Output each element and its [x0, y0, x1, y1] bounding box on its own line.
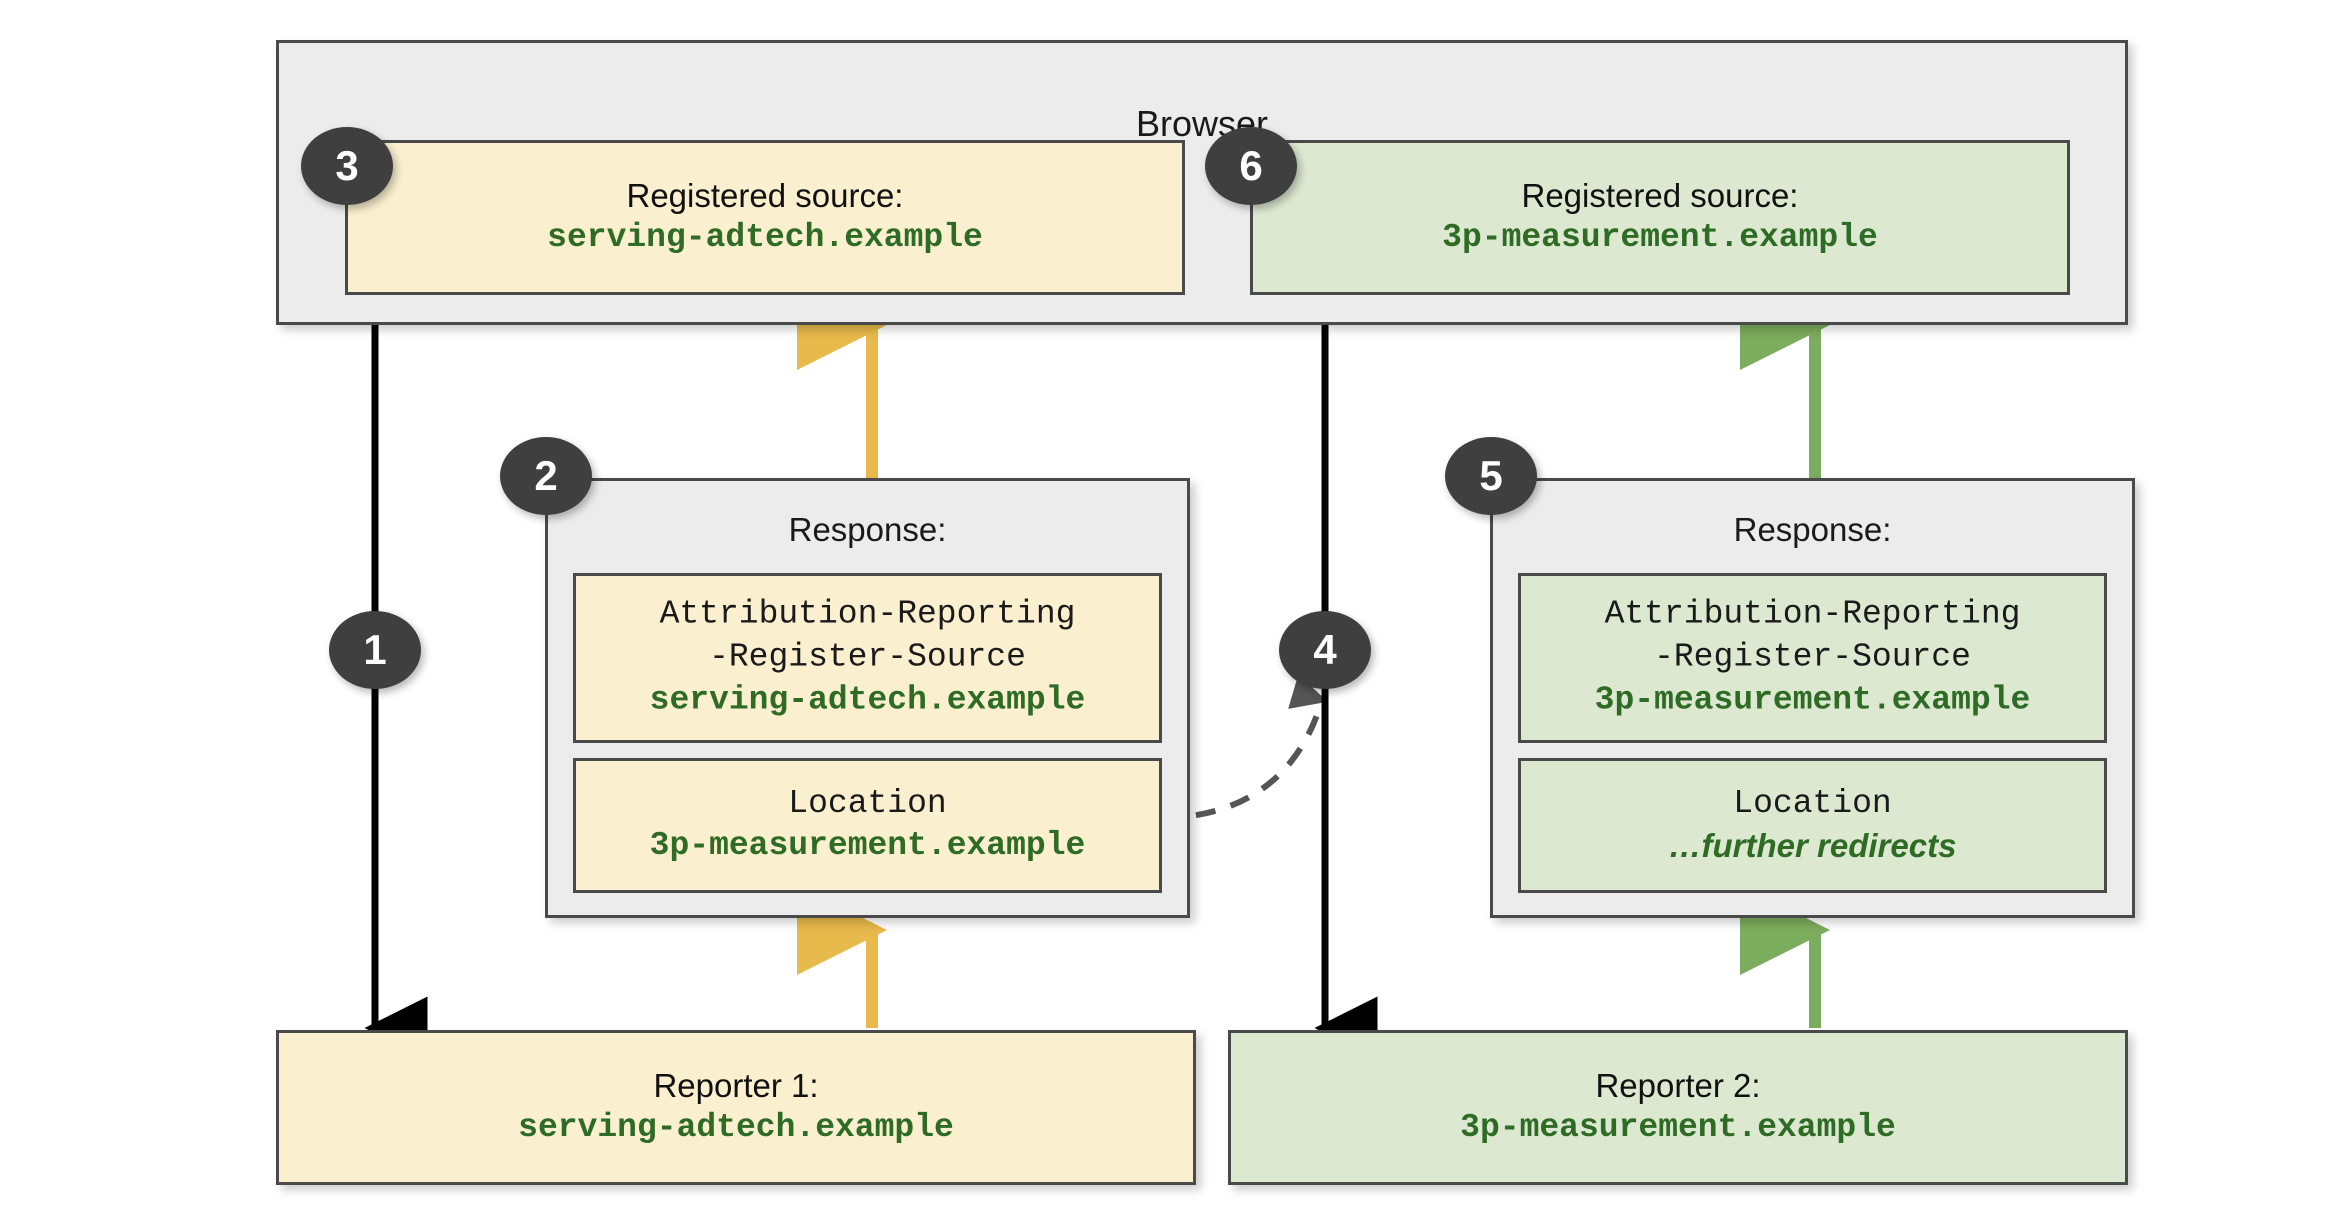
registered-source-value-2: 3p-measurement.example: [1442, 219, 1878, 257]
response-box-left: Response: Attribution-Reporting -Registe…: [545, 478, 1190, 918]
header-name-right-2: Location: [1733, 784, 1892, 822]
registered-source-text-block-2: Registered source: 3p-measurement.exampl…: [1253, 175, 2067, 261]
reporter-1-box: Reporter 1: serving-adtech.example: [276, 1030, 1196, 1185]
header-text-block-left-2: Location 3p-measurement.example: [576, 783, 1159, 869]
reporter-1-value: serving-adtech.example: [518, 1109, 954, 1147]
header-name-left-1: Attribution-Reporting -Register-Source: [659, 595, 1076, 676]
response-header-register-source-right: Attribution-Reporting -Register-Source 3…: [1518, 573, 2107, 743]
header-value-right-1: 3p-measurement.example: [1594, 681, 2031, 719]
header-text-block-right-1: Attribution-Reporting -Register-Source 3…: [1521, 594, 2104, 723]
registered-source-text-block: Registered source: serving-adtech.exampl…: [348, 175, 1182, 261]
reporter-2-value: 3p-measurement.example: [1460, 1109, 1896, 1147]
response-header-location-right: Location …further redirects: [1518, 758, 2107, 893]
reporter-2-box: Reporter 2: 3p-measurement.example: [1228, 1030, 2128, 1185]
response-title-left: Response:: [788, 511, 947, 548]
response-header-register-source-left: Attribution-Reporting -Register-Source s…: [573, 573, 1162, 743]
registered-source-label: Registered source:: [626, 176, 904, 214]
reporter-2-text-block: Reporter 2: 3p-measurement.example: [1231, 1065, 2125, 1151]
header-name-right-1: Attribution-Reporting -Register-Source: [1604, 595, 2021, 676]
reporter-2-label: Reporter 2:: [1595, 1066, 1761, 1104]
registered-source-value: serving-adtech.example: [547, 219, 983, 257]
header-value-right-2: …further redirects: [1668, 827, 1957, 865]
header-value-left-1: serving-adtech.example: [649, 681, 1086, 719]
registered-source-label-2: Registered source:: [1521, 176, 1799, 214]
reporter-1-text-block: Reporter 1: serving-adtech.example: [279, 1065, 1193, 1151]
step-badge-5: 5: [1445, 437, 1537, 515]
step-badge-6: 6: [1205, 127, 1297, 205]
step-badge-3: 3: [301, 127, 393, 205]
registered-source-box-3p-measurement: Registered source: 3p-measurement.exampl…: [1250, 140, 2070, 295]
step-badge-2: 2: [500, 437, 592, 515]
response-header-location-left: Location 3p-measurement.example: [573, 758, 1162, 893]
step-badge-1: 1: [329, 611, 421, 689]
header-text-block-right-2: Location …further redirects: [1521, 783, 2104, 869]
response-box-right: Response: Attribution-Reporting -Registe…: [1490, 478, 2135, 918]
step-badge-4: 4: [1279, 611, 1371, 689]
header-value-left-2: 3p-measurement.example: [649, 827, 1086, 865]
response-title-right: Response:: [1733, 511, 1892, 548]
header-text-block-left-1: Attribution-Reporting -Register-Source s…: [576, 594, 1159, 723]
header-name-left-2: Location: [788, 784, 947, 822]
registered-source-box-serving-adtech: Registered source: serving-adtech.exampl…: [345, 140, 1185, 295]
browser-title: Browser: [1135, 103, 1269, 144]
reporter-1-label: Reporter 1:: [653, 1066, 819, 1104]
